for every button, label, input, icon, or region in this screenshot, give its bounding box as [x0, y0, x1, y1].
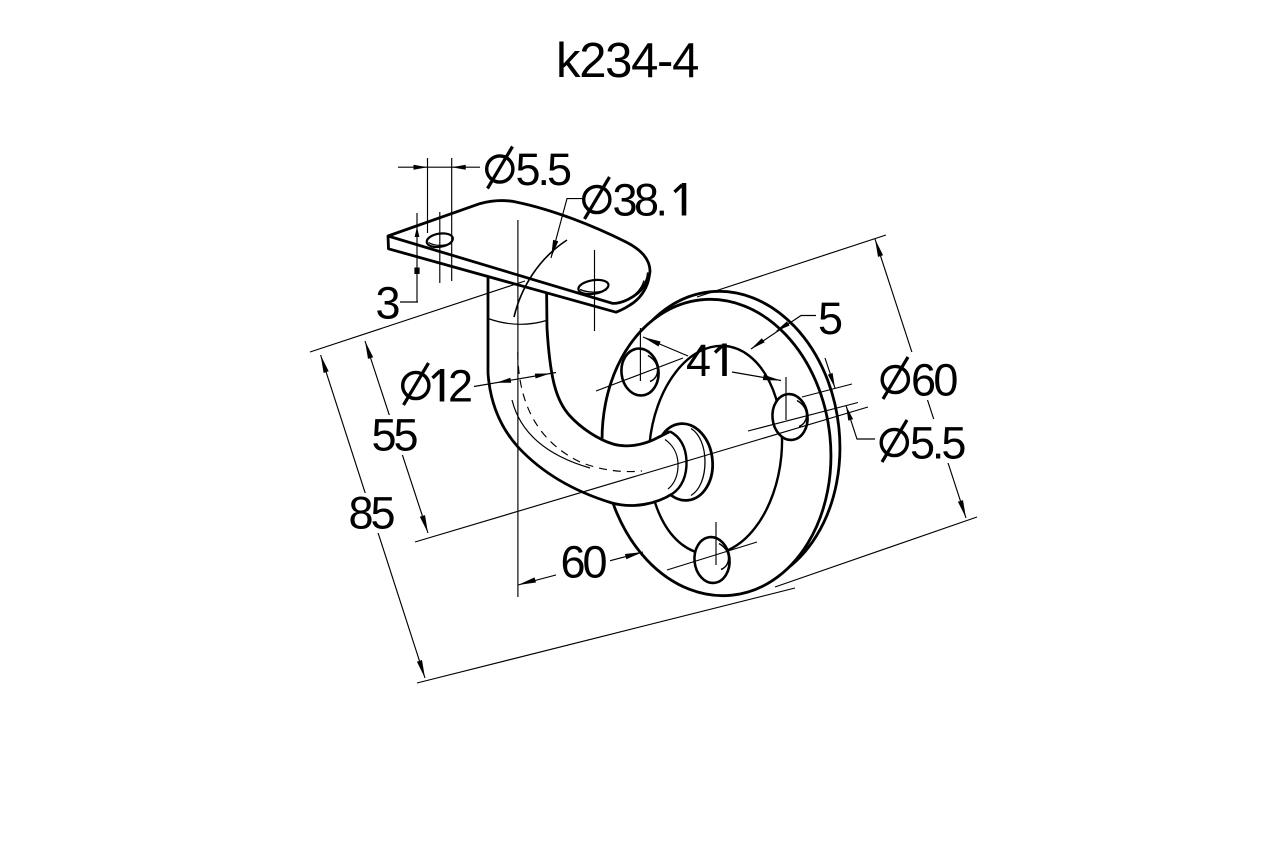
svg-text:5.5: 5.5: [516, 144, 572, 195]
svg-text:5: 5: [818, 293, 843, 344]
svg-text:3: 3: [376, 278, 401, 329]
svg-text:85: 85: [349, 488, 395, 539]
svg-text:5.5: 5.5: [910, 418, 965, 469]
svg-text:4: 4: [686, 335, 711, 386]
svg-text:2: 2: [448, 361, 473, 412]
svg-text:55: 55: [372, 410, 418, 461]
svg-text:60: 60: [561, 537, 607, 588]
svg-text:k234-4: k234-4: [556, 34, 698, 88]
svg-text:60: 60: [911, 355, 957, 406]
svg-text:38.: 38.: [613, 175, 665, 226]
